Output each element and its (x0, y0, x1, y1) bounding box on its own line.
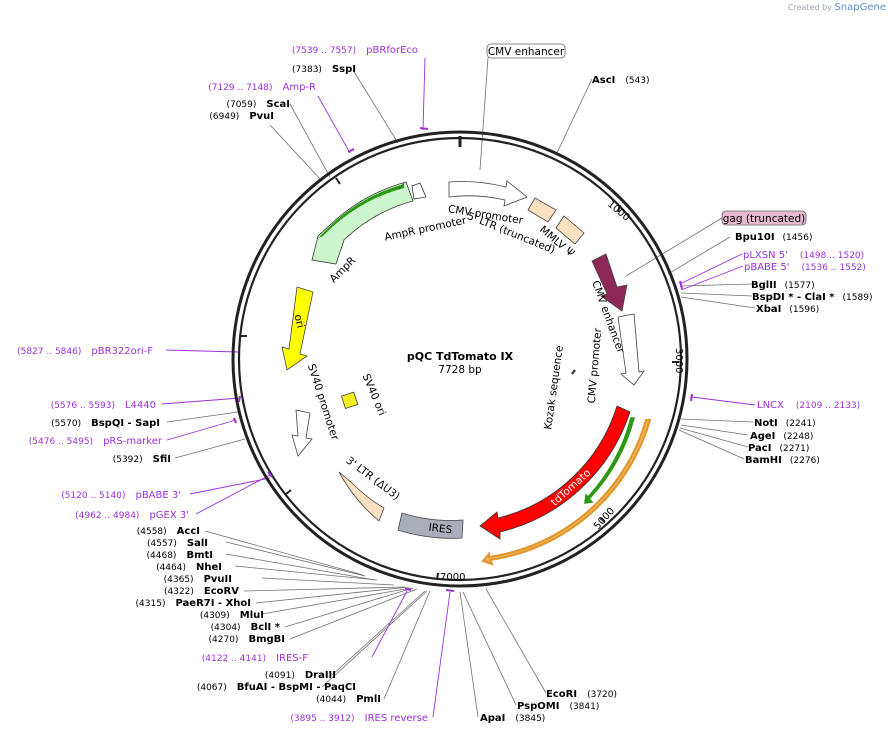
tdtomato-feature (479, 405, 631, 540)
site-bglII: BglII(1577) (751, 280, 815, 291)
site-bspQI-sapI: (5570)BspQI - SapI (51, 418, 160, 429)
primer-plxsn5: pLXSN 5'(1498 .. 1520) (743, 250, 864, 261)
gag-feature (591, 253, 628, 312)
site-pspOMI: PspOMI(3841) (517, 701, 599, 712)
created-by-text: Created by (787, 3, 832, 12)
cmv-promoter-feature (448, 180, 528, 207)
gag-label: gag (truncated) (723, 213, 806, 225)
site-ecoRI: EcoRI(3720) (546, 689, 617, 700)
site-ecoRV: (4322)EcoRV (164, 586, 239, 597)
kozak-label: Kozak sequence (542, 345, 566, 431)
ampr-feature (311, 181, 414, 265)
gag-box (721, 210, 807, 226)
plasmid-name: pQC TdTomato IX (407, 350, 514, 363)
tick-mark-4000 (436, 572, 439, 581)
primer-ires-reverse: (3895 .. 3912)IRES reverse (290, 713, 428, 724)
kozak-feature (571, 369, 576, 375)
tick-mark-5000 (285, 489, 292, 495)
ltr5-feature (527, 197, 557, 223)
site-bamHI: BamHI(2276) (745, 455, 820, 466)
sites-right: AscI(543) Bpu10I(1456) BglII(1577) BspDI… (592, 75, 872, 466)
snapgene-credit: Created by SnapGene (788, 2, 886, 13)
site-bpu10I: Bpu10I(1456) (735, 232, 812, 243)
ori-label: ori (291, 313, 306, 329)
snapgene-brand: SnapGene (834, 2, 886, 13)
primer-flags (233, 127, 693, 592)
ltr3-feature (338, 471, 385, 522)
primer-prs-marker: (5476 .. 5495)pRS-marker (29, 436, 163, 447)
tick-mark-3000 (599, 517, 606, 523)
leader-lines (166, 57, 756, 718)
ori-feature (281, 286, 314, 371)
ires-label: IRES (428, 522, 453, 537)
tdtomato-green-arrow (584, 417, 635, 504)
site-bclI: (4304)BclI * (211, 622, 281, 633)
site-pacI: PacI(2271) (748, 443, 809, 454)
site-accI: (4558)AccI (137, 526, 200, 537)
primer-pbr322ori-f: (5827 .. 5846)pBR322ori-F (17, 346, 153, 357)
sv40-promoter-feature (291, 409, 313, 457)
cmv-promoter-inner-label: CMV promoter (586, 327, 605, 404)
primer-l4440: (5576 .. 5593)L4440 (51, 400, 156, 411)
site-xbaI: XbaI(1596) (756, 304, 819, 315)
tick-4000: 7000 (440, 572, 465, 583)
tick-mark-7000 (335, 177, 341, 185)
primer-lines (161, 57, 756, 718)
ampr-green-arrow (318, 184, 404, 238)
site-notI: NotI(2241) (754, 418, 816, 429)
site-ageI: AgeI(2248) (750, 431, 813, 442)
primer-pgex3: (4962 .. 4984)pGEX 3' (75, 510, 189, 521)
mmlv-feature (555, 215, 585, 245)
sv40-ori-label: SV40 ori (360, 372, 388, 417)
primer-pbrforeco: (7539 .. 7557)pBRforEco (292, 45, 418, 56)
site-mluI: (4309)MluI (200, 610, 264, 621)
site-draIII: (4091)DraIII (265, 670, 336, 681)
ampr-promoter-label: AmpR promoter (383, 214, 468, 243)
site-bfuAI: (4067)BfuAI - BspMI - PaqCI (197, 682, 356, 693)
primer-amp-r: (7129 .. 7148)Amp-R (208, 82, 316, 93)
tick-mark-1000 (617, 204, 621, 213)
site-nheI: (4464)NheI (156, 562, 222, 573)
site-scaI: (7059)ScaI (226, 99, 290, 110)
cmv-enhancer-label: CMV enhancer (488, 46, 565, 58)
site-pvuI: (6949)PvuI (209, 111, 274, 122)
ampr-divider (398, 182, 405, 190)
site-pvuII: (4365)PvuII (164, 574, 232, 585)
site-bmtI: (4468)BmtI (147, 550, 213, 561)
sites-left: (4044)PmlI (4067)BfuAI - BspMI - PaqCI (… (51, 64, 381, 705)
site-sfiI: (5392)SfiI (113, 454, 171, 465)
ires-feature (397, 512, 464, 539)
cmv-promoter-inner-feature (617, 313, 645, 386)
site-apaI: ApaI(3845) (480, 713, 545, 724)
site-ascI: AscI(543) (592, 75, 650, 86)
primer-ires-f: (4122 .. 4141)IRES-F (202, 653, 308, 664)
ampr-promoter-feature (411, 182, 427, 200)
sv40-promoter-label: SV40 promoter (305, 363, 341, 443)
site-sspI: (7383)SspI (292, 64, 356, 75)
primer-labels: (7539 .. 7557)pBRforEco (7129 .. 7148)Am… (17, 45, 866, 724)
backbone-outer (231, 130, 689, 588)
tick-1000: 1000 (605, 199, 632, 224)
ltr3-label: 3' LTR (ΔU3) (344, 455, 402, 503)
site-paeR7I-xhoI: (4315)PaeR7I - XhoI (136, 598, 251, 609)
site-bmgBI: (4270)BmgBI (209, 634, 285, 645)
site-bspDI-claI: BspDI * - ClaI *(1589) (752, 292, 872, 303)
primer-pbabe5: pBABE 5'(1536 .. 1552) (744, 262, 866, 273)
sv40-ori-feature (340, 391, 359, 410)
site-pmlI: (4044)PmlI (316, 694, 381, 705)
site-salI: (4557)SalI (147, 538, 208, 549)
sites-bottom-right: EcoRI(3720) PspOMI(3841) ApaI(3845) (480, 689, 617, 724)
cmv-enhancer-box (486, 43, 566, 59)
tick-2000: 3000 (673, 348, 684, 373)
plasmid-length: 7728 bp (438, 364, 482, 376)
primer-pbabe3: (5120 .. 5140)pBABE 3' (61, 490, 181, 501)
tdtomato-orange-arrow (481, 419, 652, 566)
primer-lncx: LNCX(2109 .. 2133) (757, 400, 860, 411)
